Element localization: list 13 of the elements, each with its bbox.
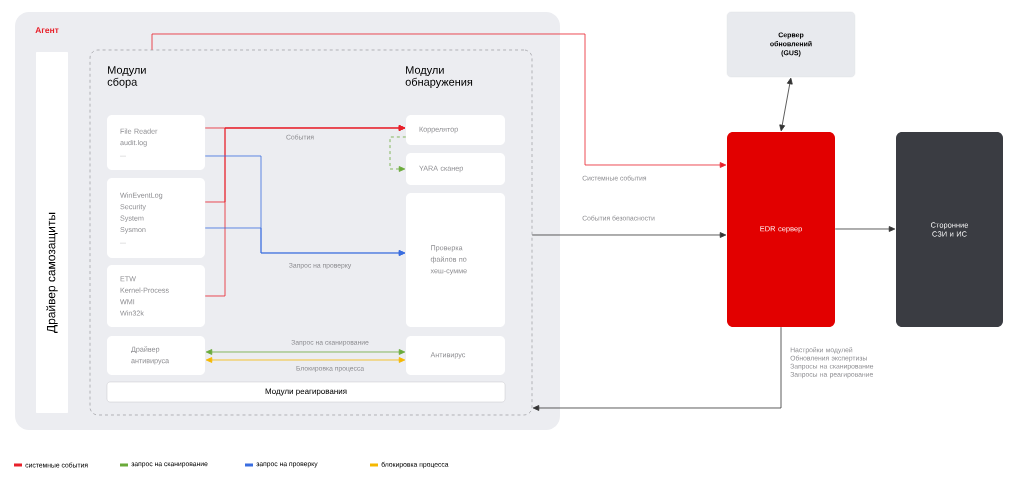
arrow [779, 77, 793, 132]
arrow [389, 136, 407, 172]
driver-bar: Драйвер самозащиты [36, 52, 68, 413]
arrow [204, 125, 406, 297]
arrow [532, 326, 782, 411]
arrow [531, 232, 727, 238]
arrow [205, 349, 406, 355]
node-label: Модули сбора [107, 66, 146, 88]
node-label: Модули обнаружения [405, 66, 473, 88]
arrow [151, 33, 727, 168]
arrow [834, 226, 896, 232]
arrow [205, 357, 406, 363]
arrow [204, 227, 406, 256]
